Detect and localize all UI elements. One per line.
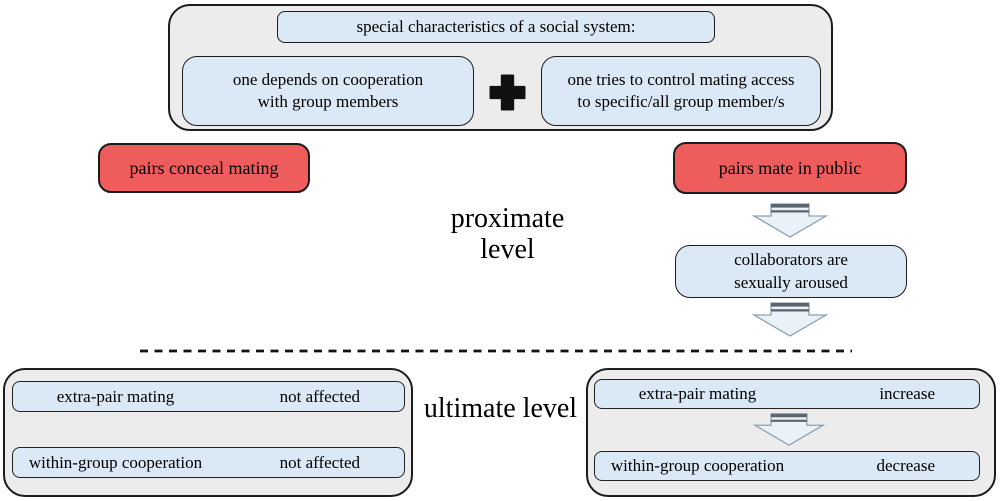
- social-system-header-text: special characteristics of a social syst…: [356, 16, 636, 36]
- down-arrow-icon: [753, 411, 825, 447]
- mating-control-box: one tries to control mating access to sp…: [541, 56, 821, 126]
- social-system-header-box: special characteristics of a social syst…: [277, 11, 715, 43]
- mating-control-box-text: one tries to control mating access to sp…: [567, 69, 795, 111]
- outcome-label: extra-pair mating: [638, 384, 757, 403]
- down-arrow-icon: [752, 300, 828, 338]
- outcome-value: not affected: [279, 452, 360, 472]
- outcome-row: extra-pair mating not affected: [12, 381, 405, 412]
- ultimate-level-label: ultimate level: [423, 393, 578, 424]
- down-arrow-icon: [752, 201, 828, 239]
- pairs-conceal-mating-box: pairs conceal mating: [98, 143, 310, 193]
- social-system-panel: special characteristics of a social syst…: [168, 4, 833, 131]
- outcome-label: within-group cooperation: [28, 452, 203, 472]
- cooperation-box: one depends on cooperation with group me…: [182, 56, 474, 126]
- proximate-level-label: proximate level: [450, 203, 565, 266]
- collaborators-aroused-text: collaborators are sexually aroused: [734, 250, 848, 292]
- outcome-row: extra-pair mating increase: [594, 379, 980, 409]
- pairs-mate-in-public-text: pairs mate in public: [718, 157, 862, 178]
- outcome-value: not affected: [279, 386, 360, 406]
- pairs-conceal-mating-text: pairs conceal mating: [129, 157, 279, 178]
- dashed-divider: [140, 349, 852, 353]
- outcome-label: within-group cooperation: [610, 456, 785, 475]
- outcome-row: within-group cooperation not affected: [12, 447, 405, 478]
- plus-icon: [489, 74, 526, 111]
- outcome-label: extra-pair mating: [56, 386, 175, 406]
- pairs-mate-in-public-box: pairs mate in public: [673, 142, 907, 194]
- outcome-row: within-group cooperation decrease: [594, 451, 980, 481]
- collaborators-aroused-box: collaborators are sexually aroused: [675, 245, 907, 298]
- outcome-value: decrease: [876, 456, 935, 475]
- outcome-value: increase: [879, 384, 935, 403]
- cooperation-box-text: one depends on cooperation with group me…: [232, 69, 424, 111]
- ultimate-left-panel: extra-pair mating not affected within-gr…: [3, 368, 413, 497]
- ultimate-right-panel: extra-pair mating increase within-group …: [586, 368, 996, 497]
